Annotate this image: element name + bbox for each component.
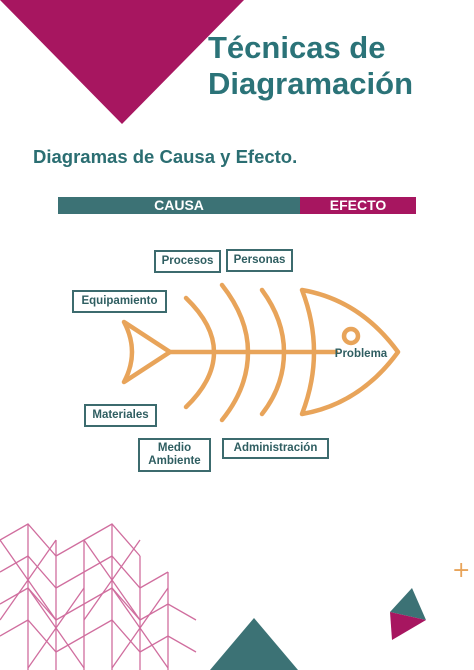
fish-skeleton-icon xyxy=(121,282,401,423)
top-magenta-triangle xyxy=(0,0,244,124)
causa-bar: CAUSA xyxy=(58,197,300,214)
plus-icon: + xyxy=(452,558,471,583)
cause-box-administracion: Administración xyxy=(222,438,329,459)
cause-box-procesos: Procesos xyxy=(154,250,221,273)
bottom-teal-triangle xyxy=(210,618,298,670)
geometric-line-pattern xyxy=(0,523,197,670)
cause-box-medio-ambiente: Medio Ambiente xyxy=(138,438,211,472)
cause-box-equipamiento: Equipamiento xyxy=(72,290,167,313)
efecto-bar: EFECTO xyxy=(300,197,416,214)
title-line-2: Diagramación xyxy=(208,66,414,101)
right-teal-triangle xyxy=(390,588,426,620)
page-title: Técnicas de Diagramación xyxy=(208,30,468,102)
page-subtitle: Diagramas de Causa y Efecto. xyxy=(33,146,298,167)
right-magenta-triangle xyxy=(390,612,426,640)
medio-ambiente-line-2: Ambiente xyxy=(148,455,201,467)
cause-box-personas: Personas xyxy=(226,249,293,272)
medio-ambiente-line-1: Medio xyxy=(157,442,192,454)
effect-label-problema: Problema xyxy=(334,348,388,360)
title-line-1: Técnicas de xyxy=(208,30,386,65)
cause-box-materiales: Materiales xyxy=(84,404,157,427)
